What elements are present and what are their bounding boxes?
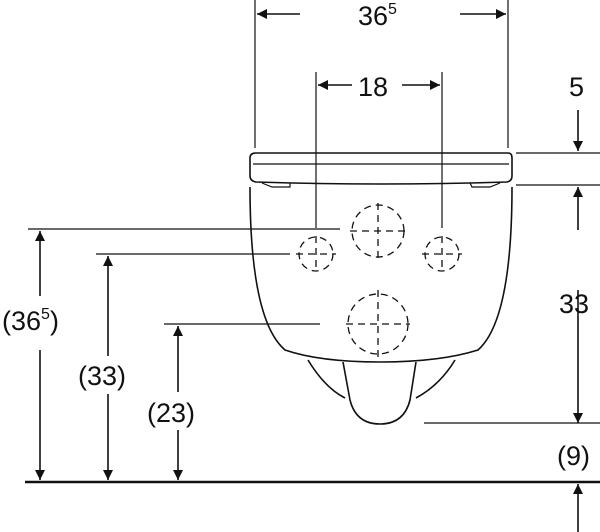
svg-text:(365): (365): [2, 306, 59, 336]
width-total-sup: 5: [388, 1, 397, 18]
dimension-fixing-height-top: (365): [2, 231, 59, 480]
dimension-fixing-height-low: (23): [147, 326, 195, 480]
seat-thickness-label: 5: [569, 72, 584, 102]
fixing-top-close: ): [50, 306, 59, 336]
fixing-top-open: (36: [2, 306, 41, 336]
dimension-width-total: 365: [257, 1, 506, 31]
mounting-holes: [296, 203, 462, 358]
dimension-bowl-height: 33: [559, 289, 589, 423]
dimension-floor-gap: (9): [557, 441, 590, 532]
extension-lines: [28, 0, 600, 424]
dimension-seat-thickness: 5: [569, 72, 584, 230]
toilet-outline: [249, 152, 513, 425]
hole-spacing-label: 18: [358, 72, 388, 102]
svg-text:365: 365: [358, 1, 397, 31]
fixing-top-sup: 5: [41, 306, 50, 323]
bowl-height-label: 33: [559, 289, 589, 319]
floor-gap-label: (9): [557, 441, 590, 471]
fixing-low-label: (23): [147, 398, 195, 428]
dimension-hole-spacing: 18: [318, 72, 440, 102]
dimension-fixing-height-mid: (33): [78, 256, 126, 480]
fixing-mid-label: (33): [78, 361, 126, 391]
width-total-main: 36: [358, 1, 388, 31]
